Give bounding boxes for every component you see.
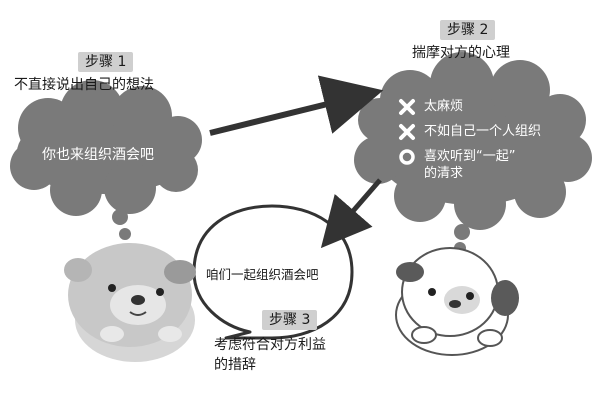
step3-description-line1: 考虑符合对方利益 [214,337,326,353]
arrow-step1-to-step2 [209,75,384,136]
step1-badge: 步骤 1 [78,52,134,72]
step2-option-2: 不如自己一个人组织 [398,123,541,141]
step2-option-3-label: 喜欢听到“一起” [424,149,516,164]
step2-thought-cloud [354,52,592,254]
x-icon [399,99,415,115]
arrow-step2-to-step3 [320,178,382,249]
step1-thought-cloud [10,80,202,240]
step3-badge: 步骤 3 [262,310,318,330]
step1-cloud-text: 你也来组织酒会吧 [42,147,154,163]
step2-option-1-label: 太麻烦 [424,99,464,114]
x-icon [399,124,415,140]
step2-description: 揣摩对方的心理 [412,45,510,61]
circle-icon [399,149,415,165]
step1-description: 不直接说出自己的想法 [14,77,154,93]
dog-left-illustration [64,243,196,362]
step3-bubble-text: 咱们一起组织酒会吧 [206,267,319,282]
step2-option-1: 太麻烦 [398,98,463,116]
step2-badge: 步骤 2 [440,20,496,40]
step3-description-line2: 的措辞 [214,357,256,373]
step2-option-2-label: 不如自己一个人组织 [424,124,542,139]
step2-option-3-label-line2: 的清求 [424,166,464,181]
step2-option-3: 喜欢听到“一起” 的清求 [398,148,515,182]
dog-right-illustration [395,247,519,356]
